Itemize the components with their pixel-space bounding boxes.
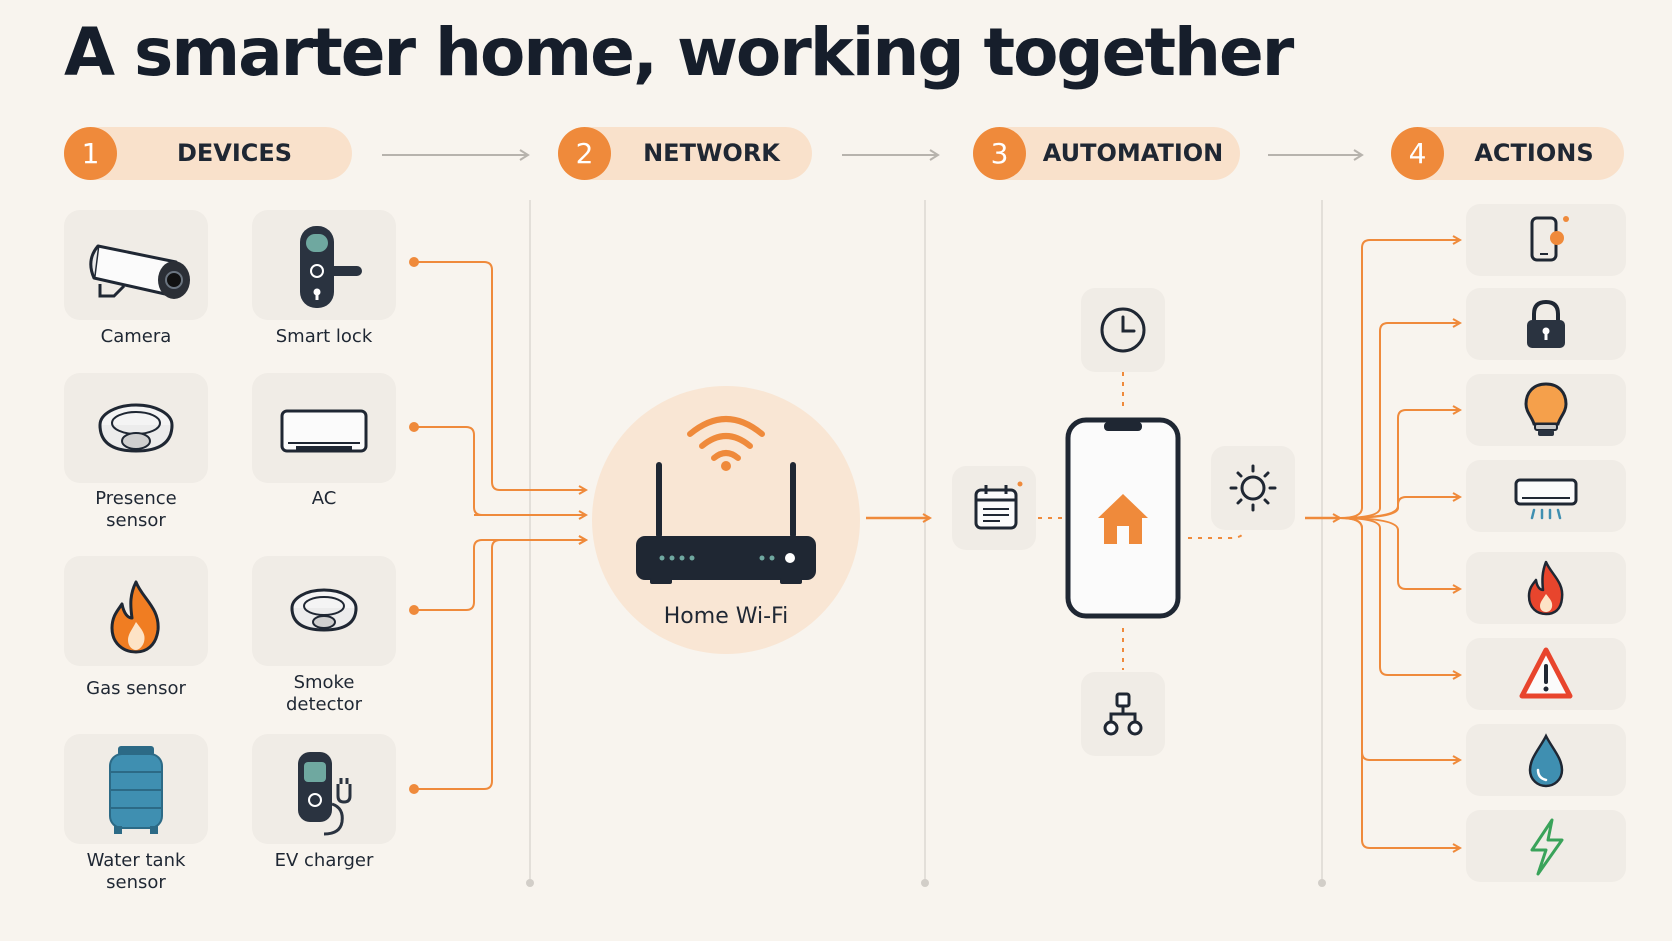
water-drop-icon	[1528, 733, 1564, 788]
ac-icon	[1514, 478, 1578, 520]
warning-icon	[1519, 647, 1573, 699]
step-label: DEVICES	[176, 139, 293, 167]
smoke-detector-icon	[290, 588, 358, 632]
step-devices: 1 DEVICES	[64, 127, 352, 180]
water-tank-icon	[109, 746, 163, 834]
device-gas-sensor	[64, 556, 208, 666]
clock-icon	[1100, 307, 1146, 353]
network-nodes-icon	[1103, 692, 1143, 736]
calendar-icon	[974, 481, 1023, 530]
trigger-sun	[1211, 446, 1295, 530]
device-smart-lock	[252, 210, 396, 320]
phone-notification-icon	[1530, 216, 1569, 262]
device-ac	[252, 373, 396, 483]
trigger-network-nodes	[1081, 672, 1165, 756]
step-actions: 4 ACTIONS	[1391, 127, 1624, 180]
step-number: 4	[1391, 127, 1444, 180]
page-title: A smarter home, working together	[64, 14, 1294, 91]
step-network: 2 NETWORK	[558, 127, 812, 180]
flame-icon	[110, 580, 160, 654]
device-connectors	[414, 261, 586, 790]
device-label: AC	[311, 488, 337, 509]
device-presence-sensor	[64, 373, 208, 483]
step-label: NETWORK	[643, 139, 780, 167]
step-label: ACTIONS	[1474, 139, 1594, 167]
step-number: 2	[558, 127, 611, 180]
sun-icon	[1229, 464, 1277, 512]
action-connectors	[1339, 240, 1460, 848]
action-gas-alert	[1466, 552, 1626, 624]
action-light	[1466, 374, 1626, 446]
trigger-clock	[1081, 288, 1165, 372]
ev-charger-icon	[298, 752, 352, 836]
device-ev-charger	[252, 734, 396, 844]
smart-lock-icon	[300, 226, 362, 308]
lightning-icon	[1530, 818, 1564, 876]
ac-icon	[280, 409, 368, 453]
action-power	[1466, 810, 1626, 882]
device-camera	[64, 210, 208, 320]
device-label: Water tank sensor	[86, 850, 186, 893]
action-phone-notification	[1466, 204, 1626, 276]
column-dividers	[529, 200, 1323, 880]
action-lock	[1466, 288, 1626, 360]
device-label: Presence sensor	[95, 488, 177, 531]
device-label: Smoke detector	[286, 672, 362, 715]
network-label: Home Wi-Fi	[663, 604, 789, 629]
flame-icon	[1527, 560, 1564, 616]
device-label: EV charger	[274, 850, 374, 871]
device-label: Camera	[100, 326, 172, 347]
device-label: Smart lock	[275, 326, 373, 347]
action-ac	[1466, 460, 1626, 532]
device-water-tank-sensor	[64, 734, 208, 844]
step-automation: 3 AUTOMATION	[973, 127, 1240, 180]
device-label: Gas sensor	[86, 678, 186, 699]
trigger-calendar	[952, 466, 1036, 550]
step-number: 3	[973, 127, 1026, 180]
presence-sensor-icon	[98, 403, 174, 453]
step-label: AUTOMATION	[1042, 139, 1224, 167]
step-number: 1	[64, 127, 117, 180]
lock-icon	[1527, 299, 1565, 348]
action-water	[1466, 724, 1626, 796]
light-bulb-icon	[1524, 382, 1568, 436]
action-warning	[1466, 638, 1626, 710]
device-smoke-detector	[252, 556, 396, 666]
camera-icon	[89, 244, 190, 299]
